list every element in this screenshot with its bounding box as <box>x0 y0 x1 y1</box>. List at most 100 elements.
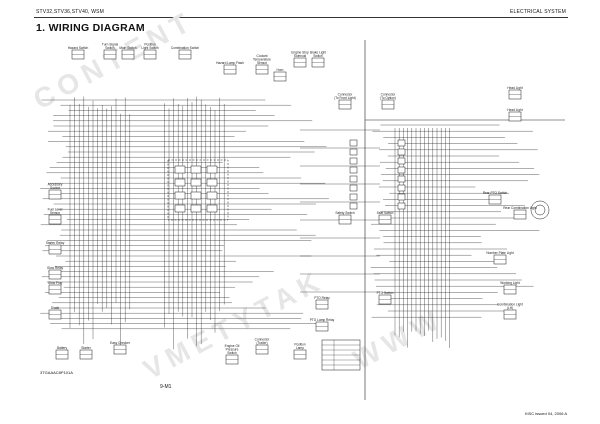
component-c2 <box>103 49 117 60</box>
component-label: Rear PTO Switch <box>483 191 508 195</box>
connector-pin <box>397 148 406 156</box>
component-c30 <box>488 194 502 205</box>
component-label: Main Switch <box>119 46 136 50</box>
component-c12 <box>381 99 395 110</box>
component-c33 <box>503 284 517 295</box>
component-c21 <box>55 349 69 360</box>
fuse <box>174 191 186 200</box>
fuse <box>174 204 186 213</box>
component-c25 <box>255 344 269 355</box>
watermark-2: VMETYTAK <box>138 264 329 385</box>
component-c34 <box>503 309 517 320</box>
component-c9 <box>293 57 307 68</box>
component-label: Glow Plug <box>48 281 63 285</box>
connector-pin <box>397 202 406 210</box>
component-label: Glow Relay <box>47 266 64 270</box>
component-label: Rear Combination Light <box>503 206 537 210</box>
component-c13 <box>508 89 522 100</box>
connector-pin <box>397 193 406 201</box>
component-c26 <box>293 349 307 360</box>
header-rule <box>34 17 568 18</box>
component-c32 <box>493 254 507 265</box>
connector-pin <box>349 175 358 183</box>
fuse <box>190 191 202 200</box>
component-label: Number Plate Light <box>486 251 513 255</box>
component-c36 <box>338 214 352 225</box>
connector-pin <box>397 166 406 174</box>
fuse <box>206 204 218 213</box>
fuse <box>206 178 218 187</box>
round-connector-inner <box>534 204 546 216</box>
component-label: Battery <box>57 346 68 350</box>
component-c7 <box>255 64 269 75</box>
connector-pin <box>397 175 406 183</box>
page-number: 9-M1 <box>160 384 172 390</box>
page-title: 1. WIRING DIAGRAM <box>36 22 145 34</box>
component-c10 <box>311 57 325 68</box>
connector-pin <box>349 157 358 165</box>
component-c22 <box>79 349 93 360</box>
header-section: ELECTRICAL SYSTEM <box>509 9 566 15</box>
connector-pin <box>397 157 406 165</box>
fuse <box>174 178 186 187</box>
fuse <box>174 165 186 174</box>
component-c18 <box>48 269 62 280</box>
fuse <box>190 204 202 213</box>
connector-pin <box>397 184 406 192</box>
component-label: PTO Switch <box>377 291 394 295</box>
component-label: Connector(To Front Light) <box>334 92 356 100</box>
component-label: Working Light <box>500 281 520 285</box>
component-c11 <box>338 99 352 110</box>
component-label: Easy Checker <box>110 341 131 345</box>
component-label: Hazard Lamp Flash <box>216 61 244 65</box>
component-c8 <box>273 71 287 82</box>
component-label: Combination Switch <box>171 46 199 50</box>
connector-pin <box>349 202 358 210</box>
component-label: Combination Light(LH) <box>497 302 523 310</box>
component-c35 <box>378 294 392 305</box>
component-c6 <box>223 64 237 75</box>
header-model: STV32,STV36,STV40, WSM <box>36 9 105 15</box>
connector-pin <box>349 148 358 156</box>
component-label: Diode <box>51 306 60 310</box>
component-c1 <box>71 49 85 60</box>
component-label: Safety Switch <box>335 211 355 215</box>
component-label: Starter <box>81 346 92 350</box>
connector-pin <box>397 139 406 147</box>
component-c28 <box>315 321 329 332</box>
component-label: PTO Relay <box>314 296 330 300</box>
component-label: Starter Relay <box>46 241 65 245</box>
connector-pin <box>349 139 358 147</box>
component-c5 <box>178 49 192 60</box>
component-label: Head Light <box>507 108 523 112</box>
component-c16 <box>48 214 62 225</box>
component-c4 <box>143 49 157 60</box>
component-label: Hazard Switch <box>68 46 89 50</box>
component-c24 <box>225 354 239 365</box>
issue-note: KiSC issued 04, 2006 A <box>524 411 567 416</box>
component-label: Head Light <box>507 86 523 90</box>
component-c3 <box>121 49 135 60</box>
component-blocks <box>48 49 550 371</box>
component-c31 <box>513 209 527 220</box>
watermark-3: WWW <box>348 302 448 375</box>
component-c15 <box>48 189 62 200</box>
component-c27 <box>315 299 329 310</box>
fuse-box <box>167 159 229 221</box>
component-c17 <box>48 244 62 255</box>
component-c23 <box>113 344 127 355</box>
component-c14 <box>508 111 522 122</box>
component-label: PTO Lamp Relay <box>310 318 335 322</box>
component-label: Connector(To Option) <box>380 92 396 100</box>
